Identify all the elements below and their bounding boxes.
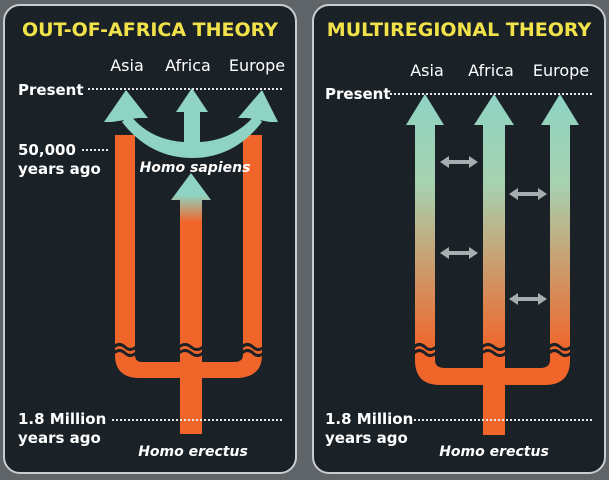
sapiens-spread-shape [122,88,262,158]
years-ago-label: years ago [18,160,101,178]
homo-sapiens-label: Homo sapiens [140,160,251,176]
gene-flow-arrows [440,156,547,305]
europe-arrowhead [238,90,278,122]
africa-lineage-arrow [474,94,514,350]
present-label: Present [18,81,84,99]
time-break-marks [112,343,265,357]
fifty-thousand-label: 50,000 [18,141,76,159]
africa-trunk [180,222,202,434]
homo-sapiens-dispersal [104,88,278,222]
panel-title: OUT-OF-AFRICA THEORY [22,19,278,41]
region-label-europe: Europe [229,56,285,75]
region-label-asia: Asia [410,61,444,80]
gene-flow-arrow-africa-europe-lower [509,293,547,305]
panel-multiregional: MULTIREGIONAL THEORY Asia Africa Europe [312,4,606,474]
homo-erectus-base [415,345,570,435]
panel-background [312,4,606,474]
panel-background [3,4,297,474]
one-point-eight-million-label: 1.8 Million [325,410,413,428]
panel-title: MULTIREGIONAL THEORY [327,19,592,41]
one-point-eight-million-label: 1.8 Million [18,410,106,428]
gene-flow-arrow-asia-africa-upper [440,156,478,168]
asia-lineage-arrow [406,94,444,350]
asia-europe-base [415,345,570,385]
present-label: Present [325,85,391,103]
region-label-europe: Europe [533,61,589,80]
years-ago-bottom-label: years ago [18,429,101,447]
regional-lineages [406,94,579,350]
asia-arrowhead [104,90,148,122]
africa-base [483,345,505,435]
time-break-marks [412,343,572,357]
region-label-africa: Africa [165,56,211,75]
homo-erectus-label: Homo erectus [439,444,549,460]
years-ago-bottom-label: years ago [325,429,408,447]
homo-erectus-lineages [115,135,262,434]
africa-lower-arrow [171,173,211,222]
region-label-asia: Asia [110,56,144,75]
homo-erectus-label: Homo erectus [138,444,248,460]
region-label-africa: Africa [468,61,514,80]
europe-lineage-arrow [541,94,579,350]
panel-out-of-africa: OUT-OF-AFRICA THEORY Asia Africa Europe [3,4,297,474]
gene-flow-arrow-asia-africa-lower [440,247,478,259]
asia-europe-branch [115,135,262,378]
gene-flow-arrow-africa-europe-upper [509,188,547,200]
